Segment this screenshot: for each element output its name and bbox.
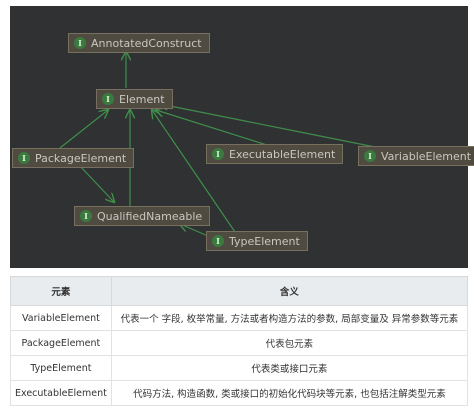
node-variable-element: I VariableElement (358, 146, 474, 166)
cell-meaning: 代表包元素 (110, 330, 469, 356)
cell-name: ExecutableElement (10, 380, 112, 406)
node-label: ExecutableElement (229, 147, 336, 161)
interface-icon: I (212, 148, 224, 160)
node-label: VariableElement (381, 149, 472, 163)
edge-variableelement-to-element (160, 104, 381, 149)
edge-typeelement-to-qualifiednameable (180, 224, 209, 237)
class-diagram: I AnnotatedConstruct I Element I Package… (10, 6, 474, 268)
interface-icon: I (102, 93, 114, 105)
edge-typeelement-to-element (152, 110, 236, 233)
header-element: 元素 (10, 276, 112, 306)
interface-icon: I (74, 37, 86, 49)
node-label: Element (119, 92, 165, 106)
cell-name: TypeElement (10, 355, 112, 381)
interface-icon: I (364, 150, 376, 162)
cell-meaning: 代表类或接口元素 (110, 355, 469, 381)
node-executable-element: I ExecutableElement (206, 144, 344, 164)
node-element: I Element (96, 89, 173, 109)
node-label: AnnotatedConstruct (91, 36, 202, 50)
table-header-row: 元素 含义 (10, 276, 469, 306)
cell-name: PackageElement (10, 330, 112, 356)
node-label: QualifiedNameable (97, 209, 203, 223)
inheritance-edges (59, 6, 381, 237)
edge-packageelement-to-element (59, 110, 108, 149)
cell-name: VariableElement (10, 305, 112, 331)
cell-meaning: 代码方法, 构造函数, 类或接口的初始化代码块等元素, 也包括注解类型元素 (110, 380, 469, 406)
table-row: TypeElement 代表类或接口元素 (10, 355, 469, 381)
node-annotated-construct: I AnnotatedConstruct (68, 33, 210, 53)
edge-packageelement-to-qualifiednameable (79, 165, 114, 202)
cell-meaning: 代表一个 字段, 枚举常量, 方法或者构造方法的参数, 局部变量及 异常参数等元… (110, 305, 469, 331)
edge-executableelement-to-element (156, 110, 271, 147)
node-qualified-nameable: I QualifiedNameable (74, 206, 211, 226)
header-meaning: 含义 (110, 276, 469, 306)
interface-icon: I (80, 210, 92, 222)
node-label: PackageElement (35, 151, 127, 165)
table-row: PackageElement 代表包元素 (10, 330, 469, 356)
interface-icon: I (18, 152, 30, 164)
interface-icon: I (212, 235, 224, 247)
node-package-element: I PackageElement (12, 148, 135, 168)
node-label: TypeElement (229, 234, 300, 248)
table-row: VariableElement 代表一个 字段, 枚举常量, 方法或者构造方法的… (10, 305, 469, 331)
element-table: 元素 含义 VariableElement 代表一个 字段, 枚举常量, 方法或… (10, 276, 469, 406)
node-type-element: I TypeElement (206, 231, 308, 251)
table-row: ExecutableElement 代码方法, 构造函数, 类或接口的初始化代码… (10, 380, 469, 406)
